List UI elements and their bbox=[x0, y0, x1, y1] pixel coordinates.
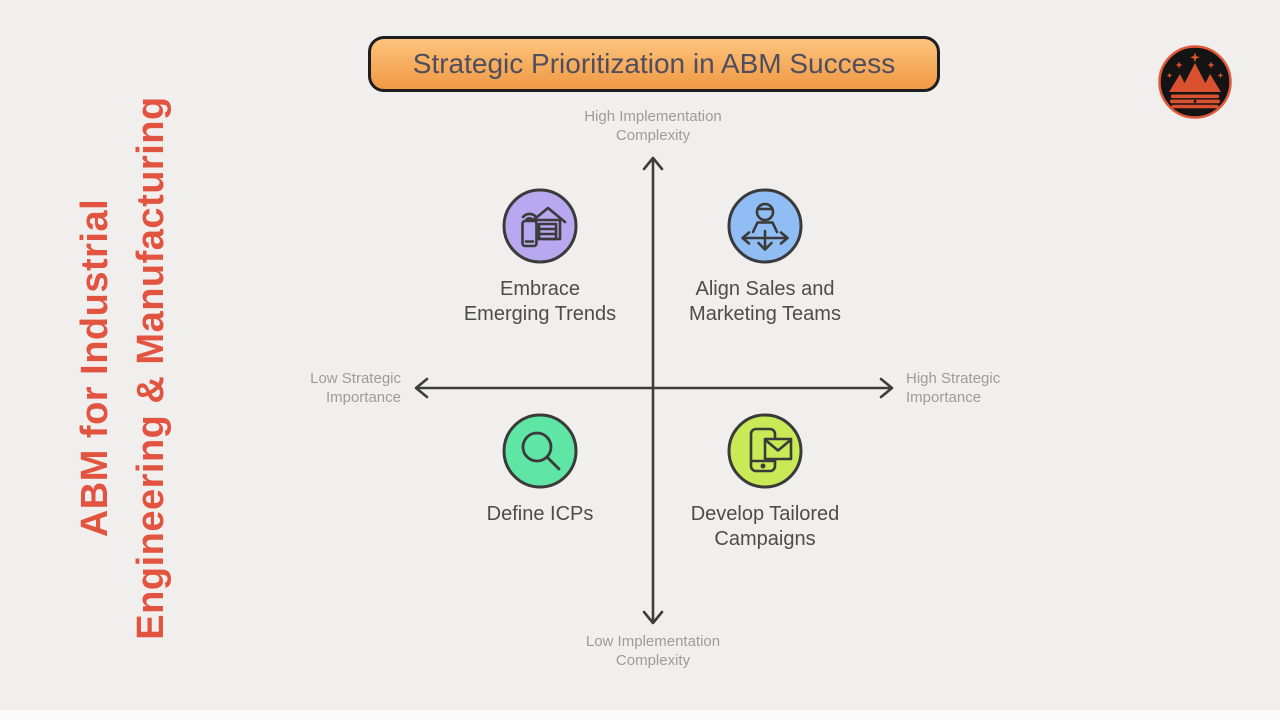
quadrant-tl-line-2: Emerging Trends bbox=[463, 303, 617, 325]
smart-home-phone-icon bbox=[502, 188, 578, 264]
axis-label-left: Low Strategic Importance bbox=[240, 369, 401, 407]
slide-title-vertical: ABM for Industrial Engineering & Manufac… bbox=[67, 18, 179, 718]
axis-left-line-2: Importance bbox=[325, 389, 401, 406]
phone-email-icon bbox=[727, 413, 803, 489]
quadrant-label-bottom-right: Develop Tailored Campaigns bbox=[640, 502, 890, 552]
axis-label-top: High Implementation Complexity bbox=[503, 107, 803, 145]
arrowhead-right-icon bbox=[879, 377, 894, 399]
quadrant-br-line-1: Develop Tailored bbox=[690, 503, 840, 525]
quadrant-tr-line-1: Align Sales and bbox=[695, 278, 835, 300]
axis-right-line-2: Importance bbox=[906, 389, 982, 406]
axis-bottom-line-1: Low Implementation bbox=[585, 633, 721, 650]
arrowhead-down-icon bbox=[642, 610, 664, 625]
axis-top-line-2: Complexity bbox=[615, 127, 691, 144]
quadrant-label-bottom-left: Define ICPs bbox=[415, 502, 665, 527]
slide-title-line-2: Engineering & Manufacturing bbox=[130, 96, 172, 640]
quadrant-label-top-left: Embrace Emerging Trends bbox=[415, 277, 665, 327]
quadrant-bl-line-1: Define ICPs bbox=[486, 503, 594, 525]
axis-label-bottom: Low Implementation Complexity bbox=[503, 632, 803, 670]
axis-label-right: High Strategic Importance bbox=[906, 369, 1067, 407]
quadrant-label-top-right: Align Sales and Marketing Teams bbox=[640, 277, 890, 327]
arrowhead-up-icon bbox=[642, 156, 664, 171]
quadrant-tr-line-2: Marketing Teams bbox=[689, 303, 841, 325]
diagram-title-badge: Strategic Prioritization in ABM Success bbox=[368, 36, 940, 92]
axis-bottom-line-2: Complexity bbox=[615, 652, 691, 669]
arrowhead-left-icon bbox=[414, 377, 429, 399]
slide-title-line-1: ABM for Industrial bbox=[74, 198, 116, 538]
bottom-strip bbox=[0, 710, 1280, 720]
axis-right-line-1: High Strategic bbox=[906, 370, 1001, 387]
mountain-crown-logo bbox=[1158, 45, 1232, 119]
axis-top-line-1: High Implementation bbox=[584, 108, 722, 125]
axis-left-line-1: Low Strategic bbox=[310, 370, 401, 387]
diagram-title: Strategic Prioritization in ABM Success bbox=[412, 48, 896, 79]
logo-mountains bbox=[1166, 52, 1224, 109]
quadrant-br-line-2: Campaigns bbox=[714, 528, 816, 550]
magnifier-icon bbox=[502, 413, 578, 489]
quadrant-tl-line-1: Embrace bbox=[499, 278, 581, 300]
person-alignment-arrows-icon bbox=[727, 188, 803, 264]
